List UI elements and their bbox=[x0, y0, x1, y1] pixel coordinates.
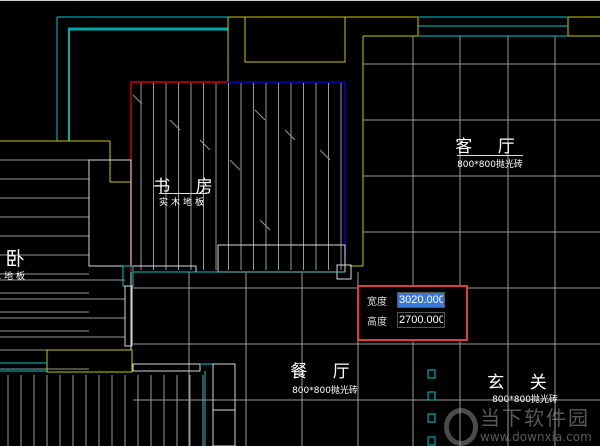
width-label: 宽度 bbox=[367, 296, 387, 308]
door-frame bbox=[217, 244, 346, 273]
watermark-brand: 当下软件园 bbox=[480, 406, 590, 430]
height-input[interactable] bbox=[397, 312, 445, 328]
width-input[interactable] bbox=[397, 292, 445, 308]
hatch-slash bbox=[254, 109, 266, 121]
hatch-slash bbox=[132, 94, 143, 105]
wall-yellow-box bbox=[244, 16, 346, 63]
wall-yellow-box bbox=[46, 349, 133, 373]
hatch-slash bbox=[319, 149, 331, 161]
door-sill bbox=[132, 363, 201, 372]
hatch-slash bbox=[284, 129, 296, 141]
room-label-living: 客 厅 bbox=[455, 137, 525, 157]
material-label-study: 实木地板 bbox=[158, 193, 208, 208]
watermark-logo-icon bbox=[444, 408, 478, 446]
hatch-slash bbox=[169, 119, 181, 131]
hatch-slash bbox=[229, 159, 241, 171]
material-label-living: 800*800抛光砖 bbox=[457, 155, 523, 170]
room-label-dining: 餐 厅 bbox=[290, 362, 360, 382]
room-label-bedroom: 卧 bbox=[5, 248, 35, 270]
door-sill bbox=[132, 265, 197, 273]
height-label: 高度 bbox=[367, 316, 387, 328]
room-label-study: 书 房 bbox=[153, 177, 223, 197]
column-marker bbox=[427, 369, 436, 379]
column-marker bbox=[427, 391, 436, 401]
wall-gray-box bbox=[212, 363, 236, 446]
room-label-foyer: 玄 关 bbox=[487, 373, 557, 393]
material-label-bedroom: 实木地板 bbox=[0, 272, 29, 282]
material-label-foyer: 800*800抛光砖 bbox=[492, 395, 558, 405]
column-marker bbox=[427, 436, 436, 446]
hatch-slash bbox=[199, 139, 211, 151]
watermark-url: www.downxia.com bbox=[480, 430, 592, 444]
wall-gray-box bbox=[88, 159, 132, 267]
dimension-input-panel: 宽度 高度 bbox=[357, 285, 468, 341]
material-label-dining: 800*800抛光砖 bbox=[292, 386, 358, 396]
column-marker bbox=[427, 413, 436, 423]
hatch-slash bbox=[259, 219, 271, 231]
door-sill bbox=[124, 285, 133, 347]
